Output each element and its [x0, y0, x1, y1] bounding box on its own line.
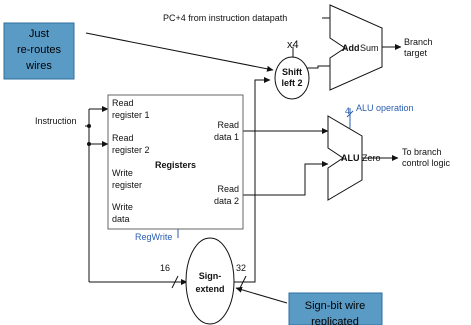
write-reg-line-2: register — [112, 180, 142, 190]
instruction-label: Instruction — [35, 116, 77, 126]
write-reg-line-1: Write — [112, 168, 133, 178]
reroute-note-line-2: re-routes — [17, 44, 62, 56]
write-data-line-1: Write — [112, 202, 133, 212]
width-16-label: 16 — [160, 263, 170, 273]
read-data1-line-1: Read — [217, 120, 239, 130]
registers-box — [107, 94, 244, 230]
width-slash-32 — [239, 275, 247, 289]
to-branch-line-1: To branch — [402, 147, 442, 157]
sign-extend-line-1: Sign- — [199, 271, 222, 281]
reroute-callout — [3, 22, 75, 80]
add-sum-label: Sum — [360, 43, 379, 53]
alu-operation-label: ALU operation — [356, 103, 414, 113]
to-branch-line-2: control logic — [402, 158, 451, 168]
alu-unit — [327, 115, 363, 201]
sign-extend-line-2: extend — [195, 284, 224, 294]
width-32-label: 32 — [236, 263, 246, 273]
alu-operation-tick — [346, 110, 354, 118]
read-reg1-line-1: Read — [112, 98, 134, 108]
read-reg2-line-2: register 2 — [112, 145, 150, 155]
alu-op-width-label: 4 — [345, 106, 350, 116]
registers-title: Registers — [155, 160, 196, 170]
read-data2-wire — [243, 161, 329, 196]
read-data1-line-2: data 1 — [214, 132, 239, 142]
add-title: Add — [342, 43, 360, 53]
sign-bit-pointer — [235, 286, 288, 304]
alu-title: ALU — [341, 153, 360, 163]
sign-bit-callout — [288, 292, 383, 325]
read-data2-line-1: Read — [217, 184, 239, 194]
sign-extend-unit — [185, 237, 235, 325]
reroute-note-line-1: Just — [29, 28, 49, 40]
reroute-note-line-3: wires — [25, 60, 52, 72]
shift-label-line-1: Shift — [282, 67, 302, 77]
instruction-junction — [87, 124, 91, 128]
sign-bit-note-line-2: replicated — [311, 316, 359, 325]
read-reg2-line-1: Read — [112, 133, 134, 143]
write-data-line-2: data — [112, 214, 130, 224]
instruction-junction-2 — [87, 142, 91, 146]
shift-left-2-unit — [274, 56, 310, 100]
branch-target-line-2: target — [404, 48, 428, 58]
reroute-pointer — [85, 32, 274, 72]
x4-label: x4 — [287, 39, 299, 51]
regwrite-label: RegWrite — [135, 232, 172, 242]
width-slash-16 — [171, 275, 179, 289]
shift-label-line-2: left 2 — [281, 78, 302, 88]
read-data2-line-2: data 2 — [214, 196, 239, 206]
sign-bit-note-line-1: Sign-bit wire — [305, 300, 366, 312]
add-unit — [329, 4, 383, 91]
pc4-label: PC+4 from instruction datapath — [163, 13, 287, 23]
branch-target-line-1: Branch — [404, 37, 433, 47]
read-reg1-line-2: register 1 — [112, 110, 150, 120]
alu-zero-label: Zero — [362, 153, 381, 163]
